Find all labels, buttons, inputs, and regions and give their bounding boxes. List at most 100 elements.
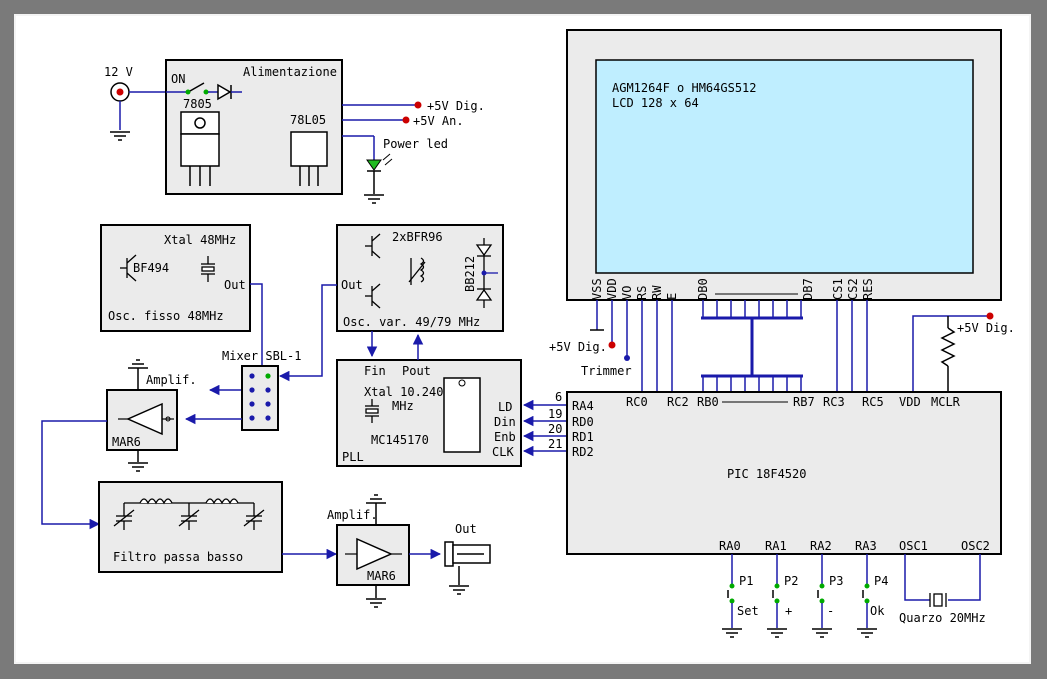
lcd-pin-vo: VO bbox=[620, 286, 634, 300]
pll-chip-label: MC145170 bbox=[371, 433, 429, 447]
bnc-connector-icon bbox=[444, 541, 491, 567]
pic-pin-rd1: RD1 bbox=[572, 430, 594, 444]
button-set-label: Set bbox=[737, 604, 759, 618]
switch-label: ON bbox=[171, 72, 185, 86]
pic-pin-ra0: RA0 bbox=[719, 539, 741, 553]
crystal-10mhz-icon bbox=[365, 399, 379, 423]
pic-pin-ra3: RA3 bbox=[855, 539, 877, 553]
mixer-section: Mixer SBL-1 bbox=[184, 349, 301, 431]
varicap-label: BB212 bbox=[463, 256, 477, 292]
pll-fin: Fin bbox=[364, 364, 386, 378]
button-p1[interactable] bbox=[722, 554, 742, 638]
quartz-label: Quarzo 20MHz bbox=[899, 611, 986, 625]
lcd-pin-rw: RW bbox=[650, 285, 664, 300]
button-p3-label: P3 bbox=[829, 574, 843, 588]
pic-pin-rc0: RC0 bbox=[626, 395, 648, 409]
pll-pin-din: Din bbox=[494, 415, 516, 429]
fixed-osc-title: Xtal 48MHz bbox=[164, 233, 236, 247]
lcd-pin-cs2: CS2 bbox=[846, 278, 860, 300]
trimmer-label: Trimmer bbox=[581, 364, 632, 378]
amp1-label: Amplif. bbox=[146, 373, 197, 387]
pll-pin-num-21: 21 bbox=[548, 437, 562, 451]
pll-section: Fin Pout Xtal 10.240 MHz MC145170 PLL LD… bbox=[336, 331, 567, 467]
pic-pin-rd0: RD0 bbox=[572, 415, 594, 429]
crystal-20mhz-icon bbox=[929, 593, 947, 607]
pll-pin-num-6: 6 bbox=[555, 390, 562, 404]
pic-section: RC0 RC2 RB0 RB7 RC3 RC5 VDD MCLR RA4 RD0… bbox=[566, 391, 1002, 638]
pic-pin-rc5: RC5 bbox=[862, 395, 884, 409]
fixed-osc-footer: Osc. fisso 48MHz bbox=[108, 309, 224, 323]
button-p2-label: P2 bbox=[784, 574, 798, 588]
inductor-icon bbox=[408, 257, 426, 285]
pll-xtal-line2: MHz bbox=[392, 399, 414, 413]
amp2-label: Amplif. bbox=[327, 508, 378, 522]
pic-pin-rc2: RC2 bbox=[667, 395, 689, 409]
pic-pin-rd2: RD2 bbox=[572, 445, 594, 459]
data-bus bbox=[701, 300, 803, 392]
inductor-1-icon bbox=[139, 498, 173, 505]
fixed-oscillator-block bbox=[100, 224, 251, 332]
lcd-pin-db0: DB0 bbox=[696, 278, 710, 300]
lcd-pin-e: E bbox=[665, 293, 679, 300]
amp1-chip: MAR6 bbox=[112, 435, 141, 449]
pic-pin-mclr: MCLR bbox=[931, 395, 961, 409]
var-osc-out: Out bbox=[341, 278, 363, 292]
button-ok-label: Ok bbox=[870, 604, 885, 618]
lcd-line2: LCD 128 x 64 bbox=[612, 96, 699, 110]
pic-pin-osc1: OSC1 bbox=[899, 539, 928, 553]
crystal-48mhz-icon bbox=[201, 256, 215, 282]
lcd-pin-vss: VSS bbox=[590, 278, 604, 300]
pic-name: PIC 18F4520 bbox=[727, 467, 806, 481]
lcd-screen bbox=[595, 59, 974, 274]
regulator-7805-label: 7805 bbox=[183, 97, 212, 111]
lcd-supply-label: +5V Dig. bbox=[549, 340, 607, 354]
lcd-pin-res: RES bbox=[861, 278, 875, 300]
power-block-title: Alimentazione bbox=[243, 65, 337, 79]
variable-oscillator-block bbox=[336, 224, 504, 332]
button-p3[interactable] bbox=[812, 554, 832, 638]
regulator-78l05-label: 78L05 bbox=[290, 113, 326, 127]
lcd-pin-cs1: CS1 bbox=[831, 278, 845, 300]
output-connector-section: Out bbox=[444, 522, 491, 595]
var-osc-transistor: 2xBFR96 bbox=[392, 230, 443, 244]
amplifier-2-section: Amplif. MAR6 bbox=[327, 494, 442, 608]
variable-oscillator-section: 2xBFR96 BB212 Out Osc. var. 49/79 bbox=[278, 224, 504, 382]
lowpass-filter-section: Filtro passa basso bbox=[98, 481, 338, 573]
pic-pin-vdd: VDD bbox=[899, 395, 921, 409]
power-led-label: Power led bbox=[383, 137, 448, 151]
button-p4-label: P4 bbox=[874, 574, 888, 588]
regulator-78l05-icon bbox=[290, 131, 328, 186]
filter-label: Filtro passa basso bbox=[113, 550, 243, 564]
pic-pin-ra2: RA2 bbox=[810, 539, 832, 553]
button-p4[interactable] bbox=[857, 554, 877, 638]
pic-pin-ra4: RA4 bbox=[572, 399, 594, 413]
power-supply-section: 12 V Alimentazione ON 7805 78L05 bbox=[104, 59, 485, 204]
mixer-block bbox=[241, 365, 279, 431]
transistor-bfr96-icon bbox=[365, 233, 381, 309]
var-osc-footer: Osc. var. 49/79 MHz bbox=[343, 315, 480, 329]
pic-pin-ra1: RA1 bbox=[765, 539, 787, 553]
fixed-osc-out: Out bbox=[224, 278, 246, 292]
pic-pin-rb7: RB7 bbox=[793, 395, 815, 409]
pll-pin-num-20: 20 bbox=[548, 422, 562, 436]
pic-pin-rc3: RC3 bbox=[823, 395, 845, 409]
diode-icon bbox=[217, 83, 232, 101]
power-led-icon bbox=[366, 159, 382, 171]
button-p2[interactable] bbox=[767, 554, 787, 638]
amplifier-1-section: Amplif. MAR6 bbox=[41, 359, 197, 530]
button-p1-label: P1 bbox=[739, 574, 753, 588]
lcd-pin-rs: RS bbox=[635, 286, 649, 300]
pll-pout: Pout bbox=[402, 364, 431, 378]
power-input-label: 12 V bbox=[104, 65, 133, 79]
button-plus-label: + bbox=[785, 604, 792, 618]
pll-chip-icon bbox=[443, 377, 481, 453]
amp2-chip: MAR6 bbox=[367, 569, 396, 583]
lowpass-filter-block bbox=[98, 481, 283, 573]
pll-pin-clk: CLK bbox=[492, 445, 514, 459]
lcd-section: AGM1264F o HM64GS512 LCD 128 x 64 VSS VD… bbox=[549, 29, 1015, 392]
pll-pin-ld: LD bbox=[498, 400, 512, 414]
pll-xtal-line1: Xtal 10.240 bbox=[364, 385, 443, 399]
pic-block bbox=[566, 391, 1002, 555]
output-label: Out bbox=[455, 522, 477, 536]
